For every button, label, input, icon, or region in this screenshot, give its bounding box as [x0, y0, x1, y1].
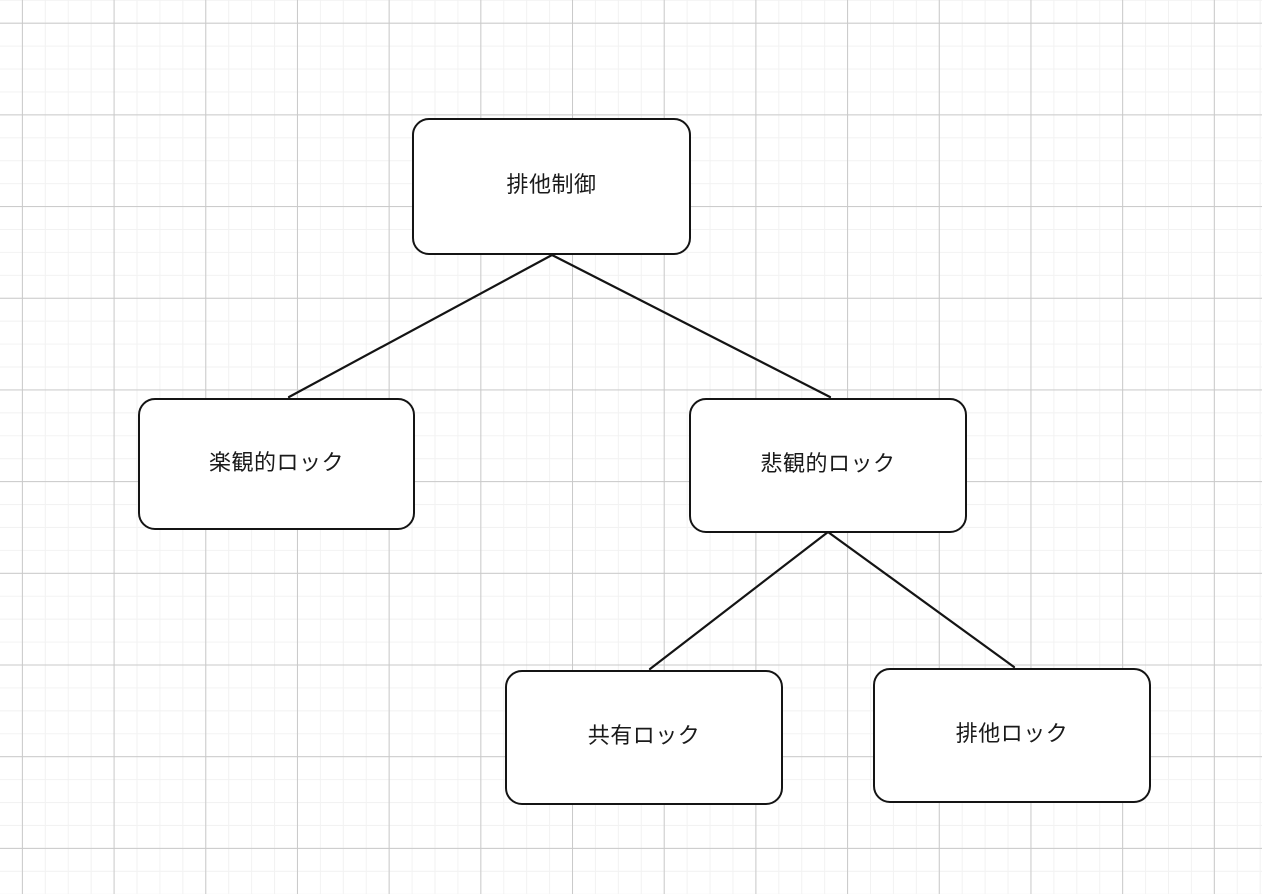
node-exclusive-lock-label: 排他ロック: [955, 722, 1069, 748]
node-shared-lock-label: 共有ロック: [587, 724, 701, 750]
edge-pessimistic-to-shared: [648, 530, 830, 671]
node-optimistic-lock[interactable]: 楽観的ロック: [138, 398, 415, 530]
node-exclusive-lock[interactable]: 排他ロック: [873, 668, 1151, 803]
edge-root-to-optimistic: [287, 253, 554, 399]
node-pessimistic-lock-label: 悲観的ロック: [760, 452, 896, 478]
node-root[interactable]: 排他制御: [412, 118, 691, 255]
node-optimistic-lock-label: 楽観的ロック: [208, 450, 344, 476]
node-shared-lock[interactable]: 共有ロック: [505, 670, 783, 805]
edge-pessimistic-to-exclusive: [826, 530, 1016, 669]
edge-root-to-pessimistic: [550, 253, 832, 399]
node-pessimistic-lock[interactable]: 悲観的ロック: [689, 398, 967, 533]
node-root-label: 排他制御: [506, 173, 597, 199]
